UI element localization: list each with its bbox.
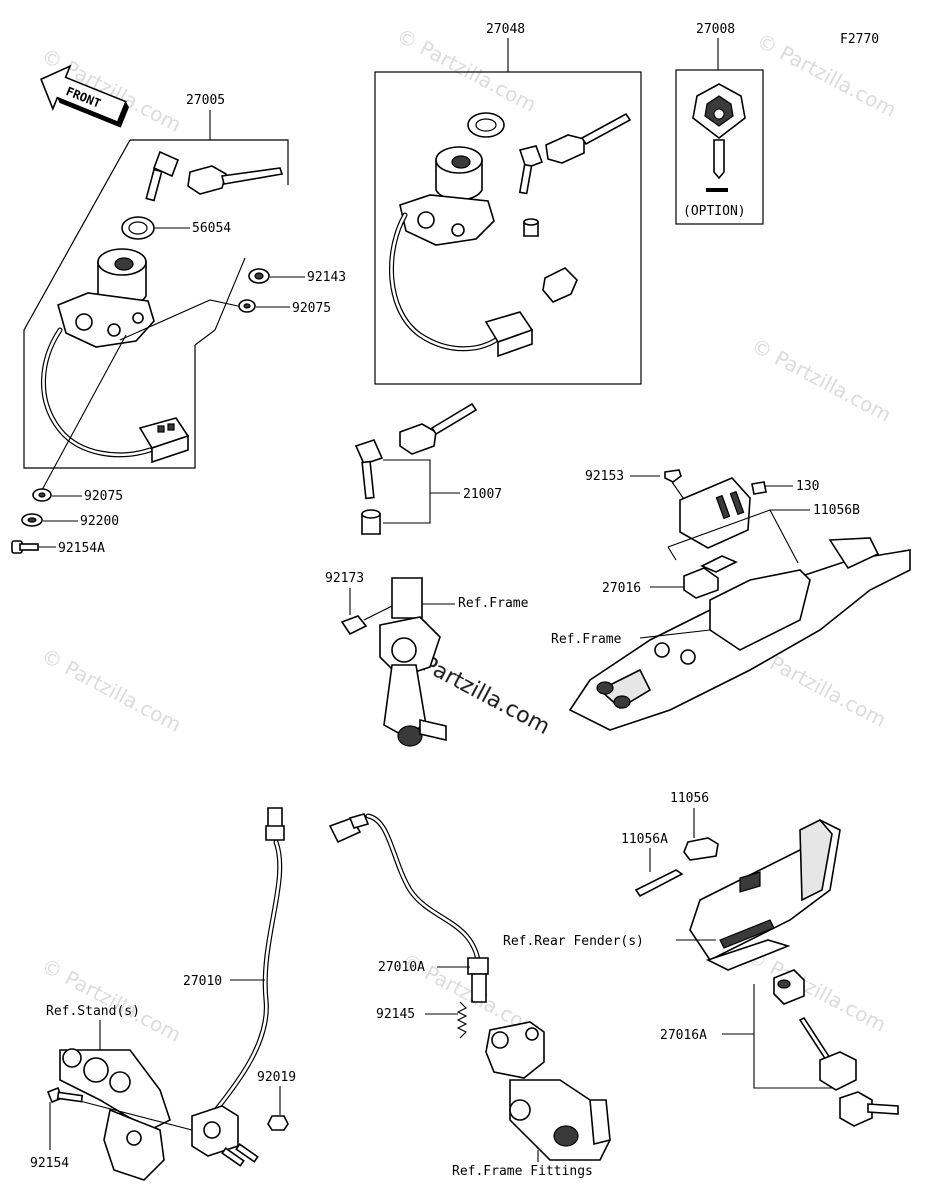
part-label-92153: 92153	[585, 469, 624, 484]
front-arrow-icon: FRONT	[40, 64, 129, 128]
watermark: © Partzilla.com	[38, 953, 186, 1047]
watermark: © Partzilla.com	[743, 943, 891, 1037]
watermark: © Partzilla.com	[393, 23, 541, 117]
part-label-56054: 56054	[192, 221, 231, 236]
ref-rear-fender-label: Ref.Rear Fender(s)	[503, 934, 644, 949]
part-label-27016A: 27016A	[660, 1028, 707, 1043]
watermark: © Partzilla.com	[38, 643, 186, 737]
part-label-92154: 92154	[30, 1156, 69, 1171]
part-label-92154A: 92154A	[58, 541, 105, 556]
part-label-27008: 27008	[696, 22, 735, 37]
part-label-27010A: 27010A	[378, 960, 425, 975]
ref-frame-fittings-label: Ref.Frame Fittings	[452, 1164, 593, 1179]
frame-bracket-11056B: 92153 130 11056B 27016 Ref.Frame	[551, 469, 911, 731]
ref-stand-label: Ref.Stand(s)	[46, 1004, 140, 1019]
assembly-27005: 27005 56054	[11, 93, 346, 556]
figure-code: F2770	[840, 32, 879, 47]
part-label-27016: 27016	[602, 581, 641, 596]
part-label-27010: 27010	[183, 974, 222, 989]
part-label-92075-a: 92075	[292, 301, 331, 316]
part-label-11056A: 11056A	[621, 832, 668, 847]
part-label-92143: 92143	[307, 270, 346, 285]
part-label-11056: 11056	[670, 791, 709, 806]
ref-frame-label-2: Ref.Frame	[551, 632, 622, 647]
assembly-27048: 27048	[374, 22, 642, 385]
part-label-92173: 92173	[325, 571, 364, 586]
rear-fender-lock-27016A: 11056 11056A Ref.Rear Fender(s) 27016A	[503, 791, 899, 1127]
sidestand-switch-27010: 27010 Ref.Stand(s) 92154 92019	[30, 807, 296, 1181]
part-label-21007: 21007	[463, 487, 502, 502]
part-label-27048: 27048	[486, 22, 525, 37]
part-label-92200: 92200	[80, 514, 119, 529]
switch-27010A: 27010A 92145 Ref.Frame Fittings	[328, 813, 611, 1179]
part-label-11056B: 11056B	[813, 503, 860, 518]
ref-frame-label-1: Ref.Frame	[458, 596, 529, 611]
key-set-21007: 21007	[354, 402, 502, 535]
option-label: (OPTION)	[683, 204, 746, 219]
part-label-92145: 92145	[376, 1007, 415, 1022]
part-label-92075-b: 92075	[84, 489, 123, 504]
frame-bracket-92173: 92173 Ref.Frame	[325, 571, 529, 747]
option-key-27008: 27008 (OPTION)	[675, 22, 764, 225]
part-label-27005: 27005	[186, 93, 225, 108]
watermark: © Partzilla.com	[748, 333, 896, 427]
part-label-130: 130	[796, 479, 819, 494]
part-label-92019: 92019	[257, 1070, 296, 1085]
